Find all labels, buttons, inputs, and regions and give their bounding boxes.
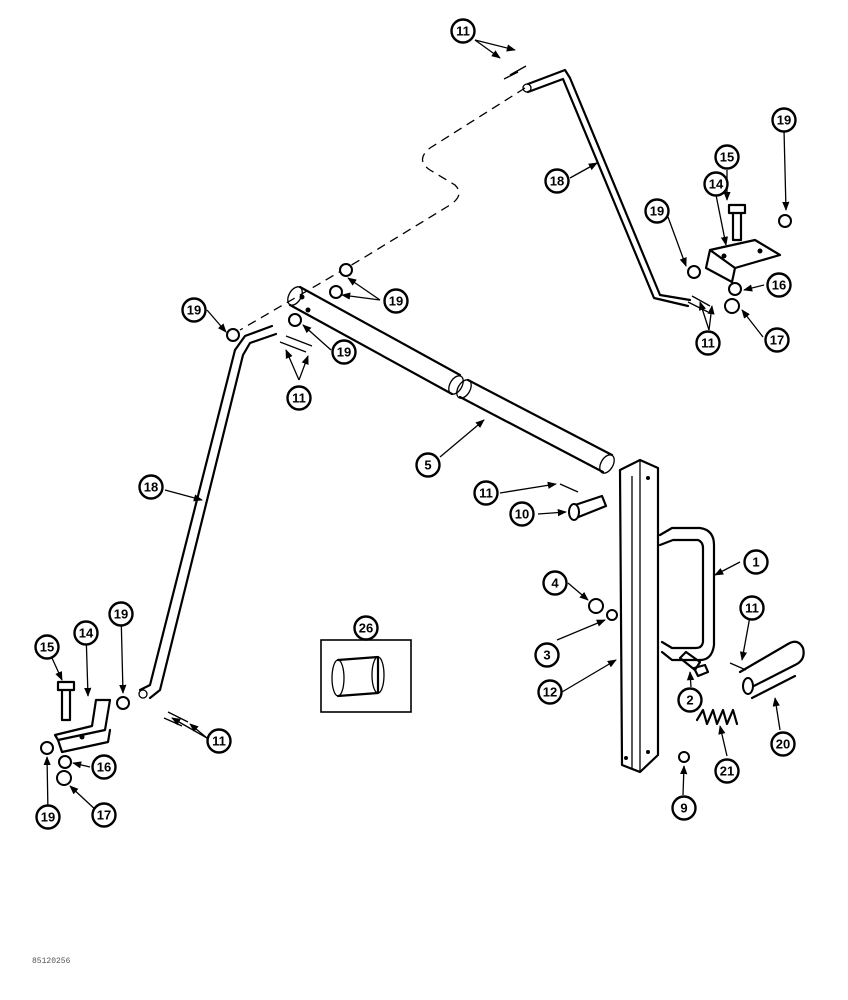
washer-9: [678, 751, 690, 763]
callout-5[interactable]: 5: [415, 452, 441, 478]
bracket-lower-left: [40, 680, 189, 786]
svg-text:19: 19: [337, 345, 351, 360]
svg-text:17: 17: [97, 808, 111, 823]
svg-text:10: 10: [515, 507, 529, 522]
callout-19[interactable]: 19: [331, 339, 357, 365]
svg-text:16: 16: [97, 760, 111, 775]
callout-19[interactable]: 19: [644, 198, 670, 224]
svg-text:16: 16: [772, 278, 786, 293]
cotter-pin-10: [559, 483, 579, 493]
svg-text:19: 19: [114, 607, 128, 622]
callout-10[interactable]: 10: [509, 501, 535, 527]
callout-21[interactable]: 21: [714, 758, 740, 784]
channel-bracket: [618, 458, 660, 774]
svg-text:5: 5: [424, 458, 431, 473]
phantom-link: [239, 87, 526, 331]
svg-text:11: 11: [456, 24, 470, 39]
cotter-pin-20: [729, 662, 747, 671]
svg-text:11: 11: [745, 601, 759, 616]
svg-text:4: 4: [551, 576, 559, 591]
callout-17[interactable]: 17: [764, 327, 790, 353]
svg-text:18: 18: [550, 174, 564, 189]
svg-text:18: 18: [144, 480, 158, 495]
nut-4: [588, 598, 604, 614]
svg-text:11: 11: [701, 336, 715, 351]
svg-text:20: 20: [776, 737, 790, 752]
leader-lines: [43, 39, 790, 814]
callout-1[interactable]: 1: [743, 549, 769, 575]
svg-text:12: 12: [543, 685, 557, 700]
svg-text:19: 19: [41, 810, 55, 825]
washer-3: [606, 609, 618, 621]
callout-4[interactable]: 4: [542, 570, 568, 596]
pin-20: [738, 640, 805, 700]
washer-19-b: [329, 285, 343, 299]
callout-11[interactable]: 11: [739, 595, 765, 621]
pin-10: [568, 494, 608, 521]
callout-16[interactable]: 16: [766, 272, 792, 298]
callout-19[interactable]: 19: [771, 107, 797, 133]
callout-14[interactable]: 14: [703, 171, 729, 197]
callout-11[interactable]: 11: [450, 18, 476, 44]
callout-9[interactable]: 9: [671, 795, 697, 821]
callout-19[interactable]: 19: [383, 288, 409, 314]
svg-text:14: 14: [79, 626, 94, 641]
callout-20[interactable]: 20: [770, 731, 796, 757]
rod-upper-right: [522, 68, 692, 308]
rod-lower-left: [138, 324, 278, 700]
svg-text:2: 2: [686, 693, 693, 708]
figure-code: 85120256: [32, 957, 71, 966]
svg-text:26: 26: [359, 621, 373, 636]
callout-16[interactable]: 16: [91, 754, 117, 780]
svg-text:1: 1: [752, 555, 759, 570]
callout-18[interactable]: 18: [544, 168, 570, 194]
svg-text:14: 14: [709, 177, 724, 192]
washer-19-c: [288, 313, 302, 327]
callout-19[interactable]: 19: [35, 804, 61, 830]
svg-text:19: 19: [187, 303, 201, 318]
callout-26[interactable]: 26: [353, 615, 379, 641]
callout-19[interactable]: 19: [181, 297, 207, 323]
svg-text:11: 11: [292, 391, 306, 406]
washer-19-d: [226, 328, 240, 342]
svg-text:15: 15: [720, 150, 734, 165]
callout-3[interactable]: 3: [534, 642, 560, 668]
inset-box-bushing: [320, 628, 412, 713]
callout-12[interactable]: 12: [537, 679, 563, 705]
tube-assembly: [287, 285, 615, 474]
washer-19-a: [339, 263, 353, 277]
svg-text:19: 19: [389, 294, 403, 309]
svg-text:3: 3: [543, 648, 550, 663]
callout-15[interactable]: 15: [714, 144, 740, 170]
svg-text:19: 19: [650, 204, 664, 219]
svg-text:17: 17: [770, 333, 784, 348]
callout-14[interactable]: 14: [73, 620, 99, 646]
callout-11[interactable]: 11: [695, 330, 721, 356]
spring: [695, 708, 739, 726]
svg-text:9: 9: [680, 801, 687, 816]
cotter-pins-tube: [279, 335, 313, 353]
callout-18[interactable]: 18: [138, 474, 164, 500]
svg-text:15: 15: [40, 640, 54, 655]
handle: [658, 526, 716, 662]
callout-2[interactable]: 2: [677, 687, 703, 713]
svg-text:11: 11: [212, 734, 226, 749]
callout-15[interactable]: 15: [34, 634, 60, 660]
callout-17[interactable]: 17: [91, 802, 117, 828]
svg-text:11: 11: [479, 486, 493, 501]
svg-text:19: 19: [777, 113, 791, 128]
callout-11[interactable]: 11: [286, 385, 312, 411]
bolt-2: [678, 650, 710, 678]
callout-11[interactable]: 11: [473, 480, 499, 506]
bracket-upper-right: [503, 65, 792, 314]
callout-11[interactable]: 11: [206, 728, 232, 754]
svg-text:21: 21: [720, 764, 734, 779]
callout-19[interactable]: 19: [108, 601, 134, 627]
